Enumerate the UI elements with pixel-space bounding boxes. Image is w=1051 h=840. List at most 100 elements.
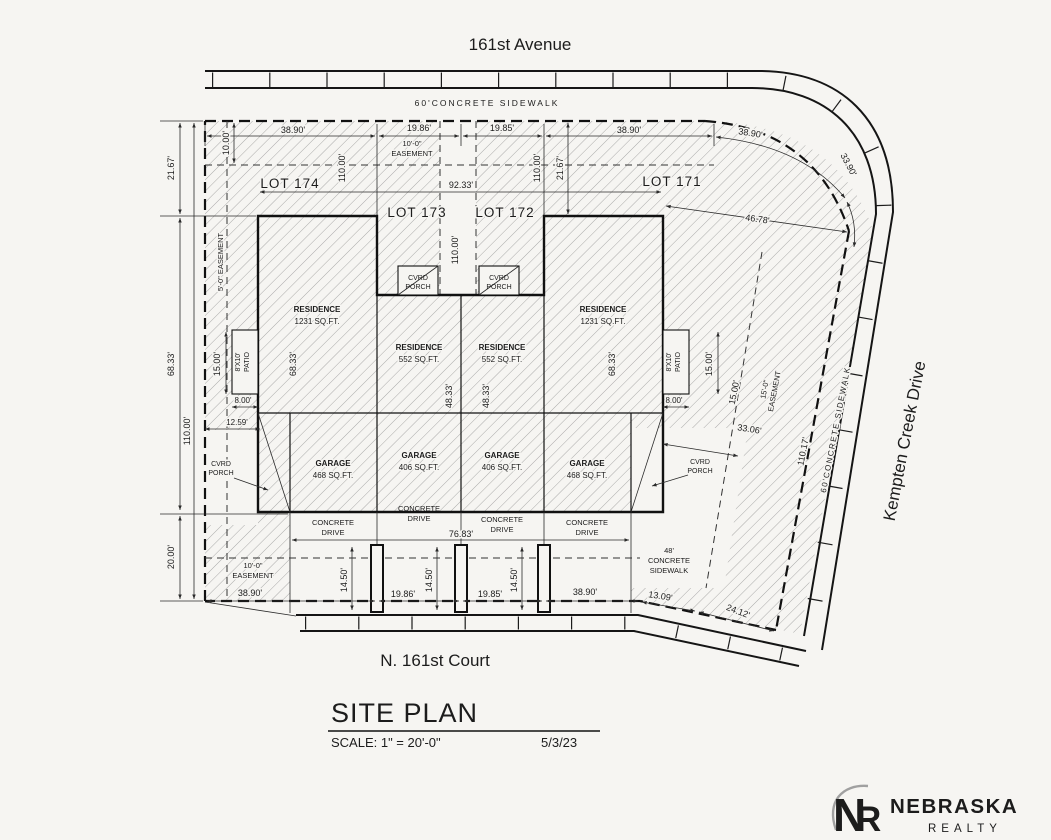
svg-text:SIDEWALK: SIDEWALK	[650, 566, 688, 575]
right-rear-porch-diagonal	[630, 412, 664, 513]
title-block: SITE PLAN SCALE: 1" = 20'-0" 5/3/23	[328, 698, 600, 750]
svg-text:8'X10': 8'X10'	[666, 352, 673, 371]
right-porch-pocket	[631, 428, 748, 588]
svg-text:14.50': 14.50'	[339, 568, 349, 593]
svg-text:1231 SQ.FT.: 1231 SQ.FT.	[295, 317, 340, 326]
stoop-walk-1	[370, 544, 384, 613]
street-bottom-label: N. 161st Court	[380, 651, 490, 670]
svg-text:33.90': 33.90'	[839, 152, 859, 178]
svg-text:19.86': 19.86'	[407, 123, 432, 133]
nebraska-realty-logo: N R NEBRASKA REALTY	[831, 784, 1018, 840]
svg-text:48.33': 48.33'	[444, 384, 454, 409]
dimension-lines	[160, 120, 857, 632]
svg-text:GARAGE: GARAGE	[401, 451, 437, 460]
lot-174-label: LOT 174	[260, 176, 319, 191]
front-porch-right-diagonal	[478, 265, 520, 296]
svg-text:552 SQ.FT.: 552 SQ.FT.	[399, 355, 439, 364]
left-porch-pocket	[205, 430, 258, 525]
svg-text:CVRD: CVRD	[211, 461, 231, 468]
easement-10ft-bottom-label: 10'-0" EASEMENT	[231, 560, 276, 582]
svg-text:RESIDENCE: RESIDENCE	[294, 305, 341, 314]
svg-text:CONCRETE: CONCRETE	[398, 504, 440, 513]
svg-text:21.67': 21.67'	[166, 156, 176, 181]
svg-text:8'X10': 8'X10'	[235, 352, 242, 371]
top-right-curb-outer	[205, 70, 895, 651]
svg-text:GARAGE: GARAGE	[569, 459, 605, 468]
sheet-date: 5/3/23	[541, 735, 577, 750]
logo-monogram-r: R	[856, 800, 881, 839]
logo-name: NEBRASKA	[890, 795, 1018, 818]
svg-text:CONCRETE: CONCRETE	[648, 556, 690, 565]
svg-text:76.83': 76.83'	[449, 529, 474, 539]
svg-text:RESIDENCE: RESIDENCE	[396, 343, 443, 352]
porch-labels: CVRD PORCH CVRD PORCH CVRD PORCH CVRD PO…	[207, 275, 714, 479]
central-easement-walk	[440, 121, 476, 295]
svg-text:PORCH: PORCH	[405, 284, 430, 291]
svg-text:CVRD: CVRD	[408, 275, 428, 282]
stoop-walk-2	[454, 544, 468, 613]
svg-text:38.90': 38.90'	[573, 587, 598, 597]
svg-text:DRIVE: DRIVE	[491, 525, 514, 534]
svg-text:110.00': 110.00'	[450, 235, 460, 264]
logo-monogram-n: N	[833, 789, 866, 840]
sheet-title: SITE PLAN	[331, 698, 478, 728]
easement-5ft-label: 5'-0" EASEMENT	[216, 232, 225, 291]
svg-text:15.00': 15.00'	[704, 352, 714, 377]
bottom-left-street-connector	[204, 601, 297, 617]
svg-text:EASEMENT: EASEMENT	[391, 149, 433, 158]
bottom-street-edge-1	[296, 614, 807, 652]
svg-text:48': 48'	[664, 546, 674, 555]
patio-right	[662, 329, 690, 395]
svg-text:20.00': 20.00'	[166, 545, 176, 570]
svg-text:CVRD: CVRD	[489, 275, 509, 282]
svg-text:PORCH: PORCH	[486, 284, 511, 291]
svg-text:38.90': 38.90'	[281, 125, 306, 135]
svg-text:38.90': 38.90'	[238, 588, 263, 598]
building	[231, 146, 690, 613]
stoop-walk-3	[537, 544, 551, 613]
patio-labels: 8'X10' PATIO 8'X10' PATIO	[235, 351, 682, 372]
easement-15ft-right	[705, 251, 763, 589]
svg-text:110.00': 110.00'	[337, 153, 347, 182]
svg-text:PATIO: PATIO	[244, 351, 251, 372]
svg-text:1231 SQ.FT.: 1231 SQ.FT.	[581, 317, 626, 326]
svg-text:GARAGE: GARAGE	[484, 451, 520, 460]
lot-173-label: LOT 173	[387, 205, 446, 220]
svg-text:21.67': 21.67'	[555, 156, 565, 181]
svg-text:10.00': 10.00'	[221, 131, 231, 156]
svg-text:406 SQ.FT.: 406 SQ.FT.	[482, 463, 522, 472]
logo-sub: REALTY	[928, 823, 1002, 835]
svg-text:110.00': 110.00'	[182, 416, 192, 445]
svg-text:CONCRETE: CONCRETE	[312, 518, 354, 527]
drive-labels: CONCRETE DRIVE CONCRETE DRIVE CONCRETE D…	[312, 504, 608, 537]
svg-text:DRIVE: DRIVE	[408, 514, 431, 523]
dimension-texts: 38.90' 19.86' 19.85' 38.90' 38.90' 33.90…	[165, 122, 861, 622]
sidewalk-top-label: 60'CONCRETE SIDEWALK	[415, 98, 560, 108]
svg-text:DRIVE: DRIVE	[576, 528, 599, 537]
lot-172-label: LOT 172	[475, 205, 534, 220]
svg-text:15.00': 15.00'	[212, 352, 222, 377]
building-outline	[256, 214, 665, 514]
svg-text:10'-0": 10'-0"	[402, 139, 421, 148]
svg-text:8.00': 8.00'	[234, 396, 252, 405]
svg-text:19.86': 19.86'	[391, 589, 416, 599]
front-porch-left-diagonal	[397, 265, 439, 296]
svg-text:14.50': 14.50'	[509, 568, 519, 593]
svg-text:RESIDENCE: RESIDENCE	[580, 305, 627, 314]
svg-text:CVRD: CVRD	[690, 459, 710, 466]
easement-10ft-top-label: 10'-0" EASEMENT	[390, 138, 435, 160]
svg-text:PATIO: PATIO	[675, 351, 682, 372]
svg-text:468 SQ.FT.: 468 SQ.FT.	[313, 471, 353, 480]
svg-text:DRIVE: DRIVE	[322, 528, 345, 537]
patio-left	[231, 329, 259, 395]
svg-text:PORCH: PORCH	[687, 468, 712, 475]
svg-text:12.59': 12.59'	[226, 418, 248, 427]
top-right-curb-inner	[205, 87, 878, 637]
svg-text:RESIDENCE: RESIDENCE	[479, 343, 526, 352]
lot-171-label: LOT 171	[642, 174, 701, 189]
sheet-scale: SCALE: 1" = 20'-0"	[331, 735, 441, 750]
svg-text:552 SQ.FT.: 552 SQ.FT.	[482, 355, 522, 364]
svg-text:10'-0": 10'-0"	[243, 561, 262, 570]
